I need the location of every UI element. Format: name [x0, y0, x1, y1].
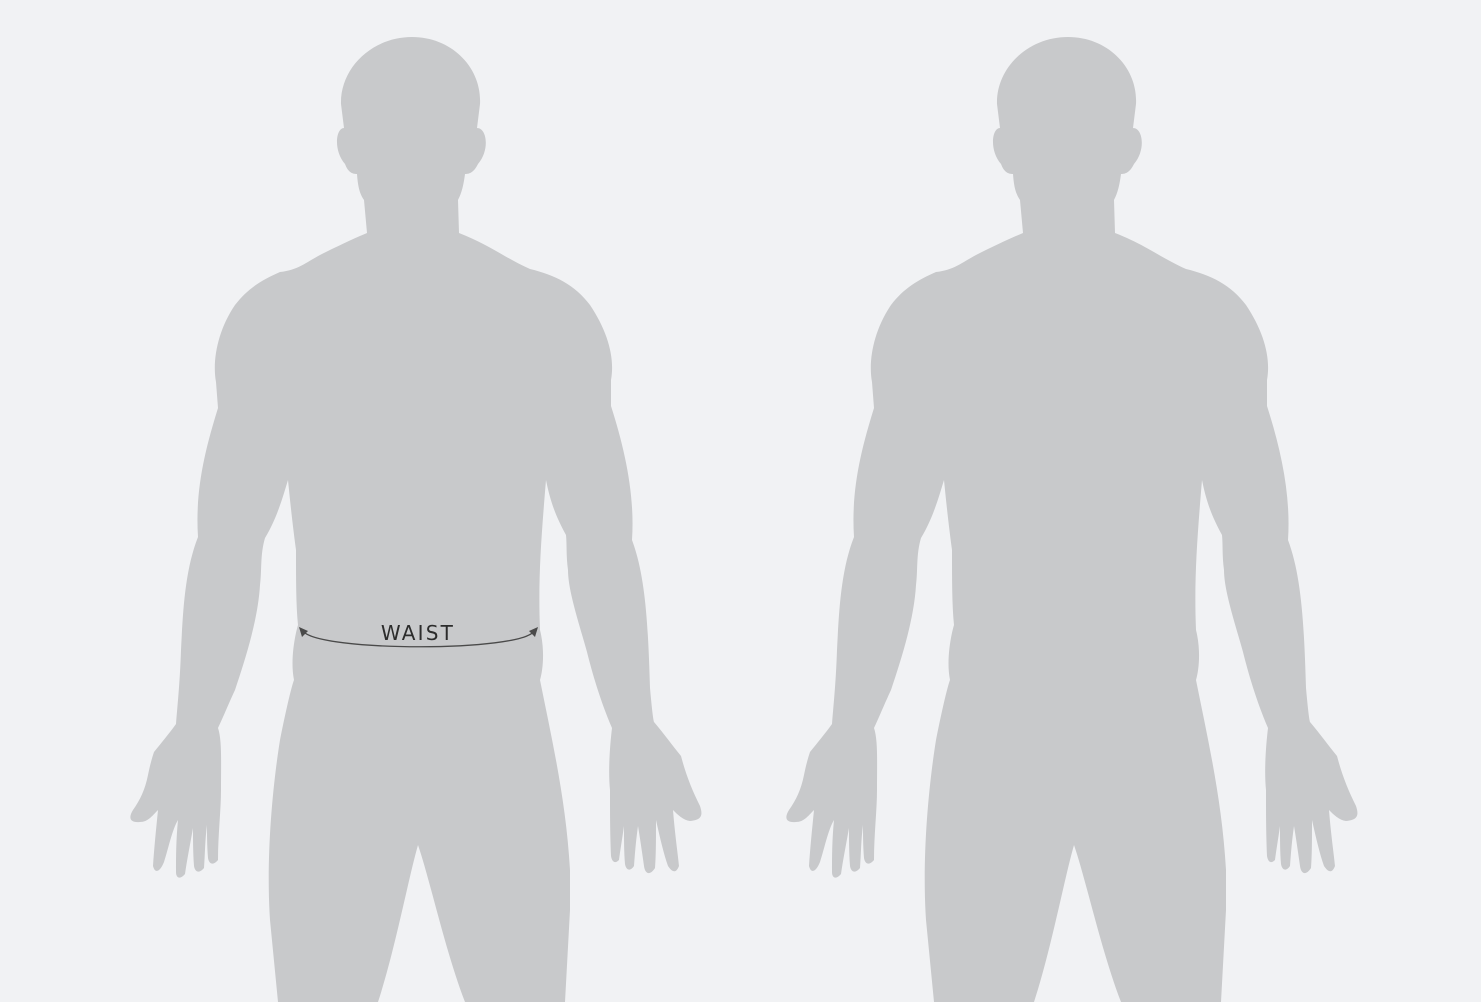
waist-label: WAIST: [381, 621, 455, 645]
